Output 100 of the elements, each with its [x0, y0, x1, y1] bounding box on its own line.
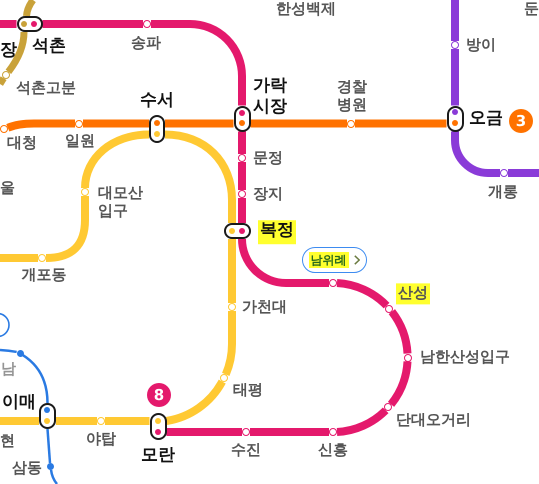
track-line — [222, 311, 236, 376]
station-dot — [38, 254, 46, 262]
track-line — [0, 417, 39, 425]
track-line — [451, 0, 459, 41]
track-line — [166, 379, 226, 425]
station-name: 신흥 — [318, 441, 348, 459]
station-name: 남위례 — [308, 252, 348, 268]
track-line — [238, 162, 246, 190]
station-name: 산성 — [396, 283, 430, 305]
station-dot — [347, 120, 355, 128]
station-name: 문정 — [253, 149, 283, 167]
track-line — [151, 20, 246, 106]
station-dot — [329, 279, 337, 287]
station-dot — [0, 125, 8, 133]
station-name: 개포동 — [22, 266, 66, 284]
track-line — [0, 76, 7, 86]
line-number-badge: 3 — [509, 109, 533, 133]
station-dot — [81, 188, 89, 196]
track-line — [166, 428, 242, 436]
station-dot — [2, 71, 10, 79]
station-name: 현 — [0, 432, 15, 450]
station-name: 둔 — [524, 0, 539, 18]
station-dot — [451, 41, 459, 49]
station-name: 장 — [0, 41, 17, 61]
track-line — [6, 32, 28, 74]
station-dot — [242, 428, 250, 436]
station-name: 방이 — [466, 36, 496, 54]
track-line — [165, 120, 234, 128]
station-name: 복정 — [258, 220, 296, 244]
station-dot — [220, 374, 228, 382]
track-line — [0, 348, 17, 354]
station-name: 남한산성입구 — [420, 348, 510, 366]
transfer-station-marker — [149, 115, 165, 143]
station-name: 수서 — [140, 91, 174, 111]
station-name: 경찰 병원 — [337, 77, 367, 114]
track-line — [388, 361, 412, 407]
line-number-badge: 8 — [147, 383, 171, 407]
track-line — [228, 239, 236, 303]
track-line — [336, 407, 388, 436]
track-line — [238, 198, 246, 223]
station-name: 가락 시장 — [253, 75, 287, 117]
track-line — [355, 120, 446, 128]
station-tag — [302, 247, 366, 273]
station-dot — [384, 403, 392, 412]
track-line — [81, 130, 150, 188]
track-line — [83, 120, 149, 128]
track-line — [46, 428, 52, 464]
track-line — [336, 279, 390, 309]
transfer-station-marker — [16, 16, 42, 32]
station-name: 대청 — [7, 134, 37, 152]
station-name: 야탑 — [86, 430, 116, 448]
station-name: 개롱 — [488, 183, 518, 201]
station-dot — [16, 350, 24, 356]
track-line — [0, 20, 16, 28]
track-line — [23, 0, 36, 16]
station-dot — [143, 20, 151, 28]
station-name: 한성백제 — [276, 0, 336, 18]
station-name: 일원 — [65, 132, 95, 150]
station-dot — [500, 169, 508, 177]
track-line — [46, 196, 89, 262]
station-name: 태평 — [233, 381, 263, 399]
station-name: 석촌고분 — [16, 79, 76, 97]
track-line — [238, 132, 246, 154]
station-name: 남 — [1, 360, 16, 378]
station-name: 석촌 — [32, 37, 66, 57]
station-dot — [238, 154, 246, 162]
track-line — [250, 428, 329, 436]
station-dot — [404, 354, 412, 362]
transfer-station-marker — [224, 223, 250, 239]
track-line — [164, 130, 236, 223]
station-dot — [238, 190, 246, 198]
station-name: 울 — [0, 179, 15, 197]
station-name: 장지 — [253, 185, 283, 203]
station-name: 오금 — [469, 109, 503, 129]
track-line — [42, 20, 143, 28]
transfer-station-marker — [39, 403, 56, 429]
track-line — [388, 309, 412, 354]
station-dot — [228, 303, 236, 311]
station-name: 가천대 — [242, 298, 287, 316]
station-name: 대모산 입구 — [98, 183, 143, 220]
track-line — [105, 417, 150, 425]
track-line — [238, 238, 329, 287]
track-line — [451, 132, 500, 177]
station-dot — [385, 304, 394, 313]
station-name: 삼동 — [12, 459, 42, 477]
track-line — [6, 120, 75, 132]
station-dot — [97, 417, 105, 425]
station-name: 송파 — [131, 34, 161, 52]
station-name: 단대오거리 — [396, 411, 471, 429]
station-dot — [75, 120, 83, 128]
track-line — [50, 470, 58, 484]
track-line — [508, 169, 539, 177]
track-line — [451, 49, 459, 106]
transfer-station-marker — [446, 106, 464, 132]
track-line — [56, 417, 97, 425]
station-name: 모란 — [141, 446, 175, 466]
station-dot — [46, 463, 54, 470]
track-line — [250, 120, 347, 128]
station-name: 이매 — [2, 393, 36, 413]
station-name: 수진 — [231, 441, 261, 459]
